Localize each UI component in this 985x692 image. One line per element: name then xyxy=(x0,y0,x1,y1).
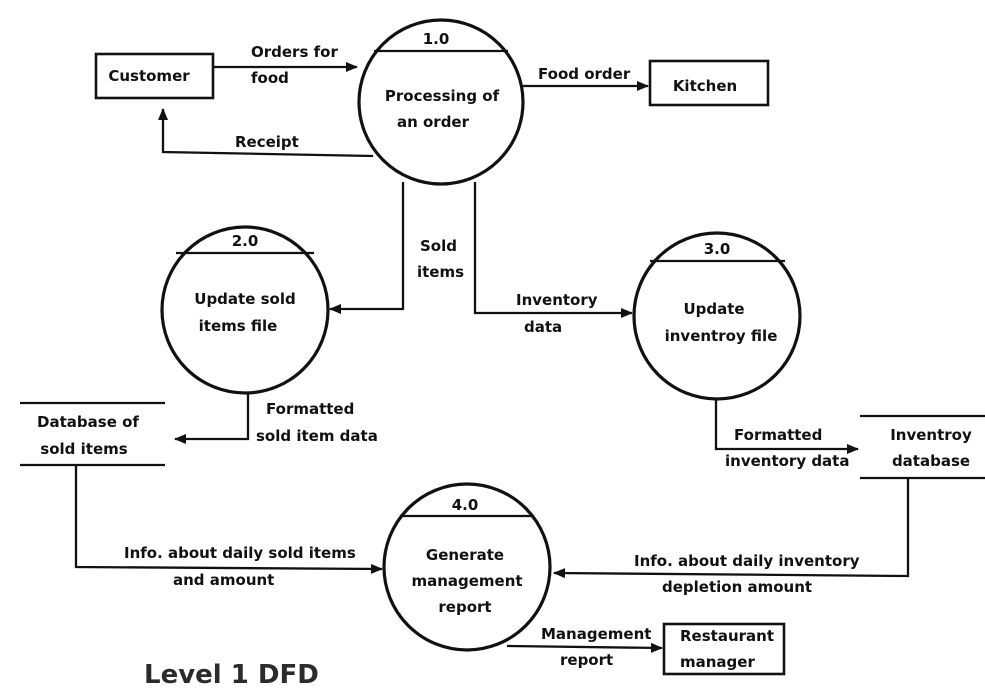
flow-sold-items-label-line1: Sold xyxy=(420,237,457,255)
inventory-store-label-line1: Inventroy xyxy=(890,426,972,444)
process-1-label-line2: an order xyxy=(397,113,470,131)
process-4-label-line1: Generate xyxy=(426,546,504,564)
sold-items-datastore[interactable]: Database of sold items xyxy=(20,401,165,467)
sold-store-label-line2: sold items xyxy=(40,440,127,458)
process-4-number: 4.0 xyxy=(452,496,479,514)
flow-inventory-data: Inventory data xyxy=(473,182,633,336)
inventory-store-label-line2: database xyxy=(892,452,970,470)
flow-info-inventory-label-line2: depletion amount xyxy=(662,578,812,596)
kitchen-entity[interactable]: Kitchen xyxy=(648,59,770,107)
flow-sold-items-label-line2: items xyxy=(417,263,464,281)
process-3[interactable]: 3.0 Update inventroy file xyxy=(632,231,802,401)
diagram-title: Level 1 DFD xyxy=(144,660,319,690)
process-1[interactable]: 1.0 Processing of an order xyxy=(357,18,525,186)
customer-entity[interactable]: Customer xyxy=(94,52,215,100)
flow-info-inventory: Info. about daily inventory depletion am… xyxy=(553,478,910,596)
process-3-number: 3.0 xyxy=(704,240,731,258)
flow-food-order-label: Food order xyxy=(538,65,631,83)
customer-label: Customer xyxy=(108,67,190,85)
flow-info-sold: Info. about daily sold items and amount xyxy=(74,465,383,589)
process-3-label-line1: Update xyxy=(683,300,744,318)
flow-orders-for-food: Orders for food xyxy=(213,43,358,87)
flow-formatted-sold-label-line2: sold item data xyxy=(256,427,378,445)
flow-management-report-label-line2: report xyxy=(560,651,613,669)
flow-inventory-data-label-line2: data xyxy=(524,318,562,336)
process-4[interactable]: 4.0 Generate management report xyxy=(382,482,552,652)
process-4-label-line3: report xyxy=(438,598,491,616)
flow-formatted-inventory-label-line2: inventory data xyxy=(725,452,849,470)
kitchen-label: Kitchen xyxy=(673,77,737,95)
sold-store-label-line1: Database of xyxy=(37,413,139,431)
process-2-label-line2: items file xyxy=(199,317,278,335)
flow-sold-items: Sold items xyxy=(329,182,464,314)
flow-food-order: Food order xyxy=(523,65,649,91)
process-3-label-line2: inventroy file xyxy=(665,327,778,345)
manager-label-line1: Restaurant xyxy=(680,627,774,645)
manager-label-line2: manager xyxy=(680,653,755,671)
flow-info-sold-label-line2: and amount xyxy=(173,571,274,589)
flow-inventory-data-label-line1: Inventory xyxy=(516,291,598,309)
flow-info-sold-label-line1: Info. about daily sold items xyxy=(124,544,356,562)
process-1-number: 1.0 xyxy=(423,30,450,48)
flow-formatted-sold: Formatted sold item data xyxy=(174,393,378,445)
process-2[interactable]: 2.0 Update sold items file xyxy=(160,225,330,395)
flow-info-inventory-label-line1: Info. about daily inventory xyxy=(634,552,860,570)
flow-management-report-label-line1: Management xyxy=(541,625,651,643)
flow-formatted-sold-label-line1: Formatted xyxy=(266,400,354,418)
flow-receipt-label: Receipt xyxy=(235,133,299,151)
process-4-label-line2: management xyxy=(411,572,522,590)
process-2-number: 2.0 xyxy=(232,232,259,250)
flow-orders-label-line1: Orders for xyxy=(251,43,338,61)
process-2-label-line1: Update sold xyxy=(194,290,295,308)
flow-management-report: Management report xyxy=(506,625,663,669)
flow-orders-label-line2: food xyxy=(251,69,289,87)
flow-receipt: Receipt xyxy=(158,108,374,158)
flow-formatted-inventory: Formatted inventory data xyxy=(714,399,859,470)
flow-formatted-inventory-label-line1: Formatted xyxy=(734,426,822,444)
restaurant-manager-entity[interactable]: Restaurant manager xyxy=(662,622,786,676)
process-1-label-line1: Processing of xyxy=(385,87,500,105)
inventory-datastore[interactable]: Inventroy database xyxy=(860,414,985,480)
